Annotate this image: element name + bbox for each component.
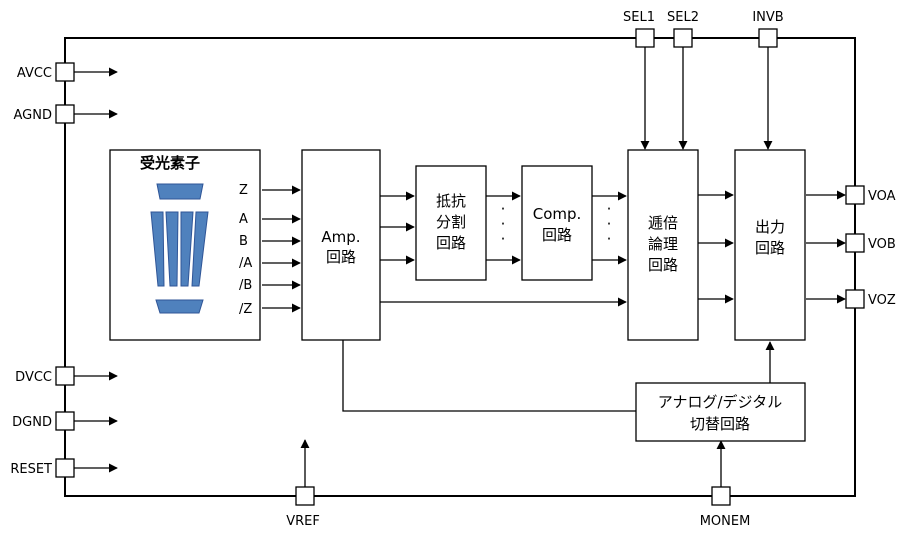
- pin-avcc-label: AVCC: [17, 66, 52, 81]
- multiplier-logic-block: 逓倍 論理 回路: [627, 149, 699, 341]
- pin-reset-label: RESET: [10, 462, 52, 477]
- pin-sel1-label: SEL1: [623, 10, 655, 25]
- signal-label: A: [239, 212, 248, 227]
- divider-label-1: 抵抗: [436, 192, 466, 210]
- amp-label-1: Amp.: [321, 228, 360, 246]
- amp-block: Amp. 回路: [301, 149, 381, 341]
- pin-vob: VOB: [806, 233, 896, 253]
- logic-label-3: 回路: [648, 256, 678, 274]
- pin-avcc: AVCC: [17, 62, 118, 82]
- amp-to-switch-wire: [342, 340, 636, 412]
- logic-label-1: 逓倍: [648, 214, 678, 232]
- comp-to-logic-arrows: · · ·: [592, 191, 627, 265]
- pin-monem-label: MONEM: [700, 514, 751, 529]
- ic-frame: [64, 37, 856, 497]
- signal-label: /A: [239, 256, 252, 271]
- comparator-label-2: 回路: [542, 226, 572, 244]
- pin-voa-label: VOA: [868, 189, 896, 204]
- output-block: 出力 回路: [734, 149, 806, 341]
- pin-dgnd: DGND: [12, 411, 118, 431]
- signal-label: /B: [239, 278, 252, 293]
- pin-vref: VREF: [286, 439, 320, 529]
- ad-switch-label-1: アナログ/デジタル: [658, 393, 782, 411]
- amp-label-2: 回路: [326, 248, 356, 266]
- ellipsis-dot: ·: [607, 215, 612, 233]
- divider-label-3: 回路: [436, 234, 466, 252]
- ad-switch-block: アナログ/デジタル 切替回路: [635, 382, 806, 442]
- signal-label: Z: [239, 183, 248, 198]
- pin-voz: VOZ: [806, 289, 896, 309]
- pin-agnd: AGND: [14, 104, 118, 124]
- pin-monem: MONEM: [700, 440, 751, 529]
- logic-to-output-arrows: [698, 190, 734, 304]
- pin-sel2-label: SEL2: [667, 10, 699, 25]
- divider-label-2: 分割: [436, 213, 466, 231]
- z-segment: [156, 183, 204, 200]
- pin-sel2: SEL2: [667, 10, 699, 150]
- logic-label-2: 論理: [648, 235, 678, 253]
- ad-switch-label-2: 切替回路: [690, 415, 750, 433]
- divider-to-comp-arrows: · · ·: [486, 191, 521, 265]
- inv-b-segment: [191, 211, 209, 287]
- pin-dvcc: DVCC: [15, 366, 118, 386]
- comparator-block: Comp. 回路: [521, 165, 593, 281]
- inv-z-segment: [155, 299, 204, 314]
- pin-dgnd-label: DGND: [12, 415, 52, 430]
- inv-a-segment: [180, 211, 194, 287]
- photodetector-signals: ZAB/A/B/Z: [239, 183, 252, 317]
- comparator-label-1: Comp.: [533, 205, 582, 223]
- output-label-1: 出力: [755, 218, 785, 236]
- a-segment: [150, 211, 165, 287]
- pin-invb: INVB: [752, 10, 784, 150]
- pin-vob-label: VOB: [868, 237, 896, 252]
- pin-dvcc-label: DVCC: [15, 370, 52, 385]
- b-segment: [165, 211, 179, 287]
- signal-label: /Z: [239, 302, 252, 317]
- ellipsis-dot: ·: [607, 200, 612, 218]
- pin-reset: RESET: [10, 458, 118, 478]
- signal-label: B: [239, 234, 248, 249]
- ellipsis-dot: ·: [501, 200, 506, 218]
- pin-voz-label: VOZ: [868, 293, 896, 308]
- pin-invb-label: INVB: [752, 10, 783, 25]
- output-label-2: 回路: [755, 239, 785, 257]
- ellipsis-dot: ·: [501, 230, 506, 248]
- divider-block: 抵抗 分割 回路: [415, 165, 487, 281]
- ellipsis-dot: ·: [501, 215, 506, 233]
- pin-voa: VOA: [806, 185, 896, 205]
- pin-agnd-label: AGND: [14, 108, 52, 123]
- photodetector-block: 受光素子 ZAB/A/B/Z: [109, 149, 261, 341]
- pin-sel1: SEL1: [623, 10, 655, 150]
- photodetector-title: 受光素子: [140, 154, 200, 172]
- pin-vref-label: VREF: [286, 514, 320, 529]
- photo-to-amp-arrows: [262, 185, 301, 313]
- ellipsis-dot: ·: [607, 230, 612, 248]
- amp-to-divider-arrows: [380, 191, 415, 265]
